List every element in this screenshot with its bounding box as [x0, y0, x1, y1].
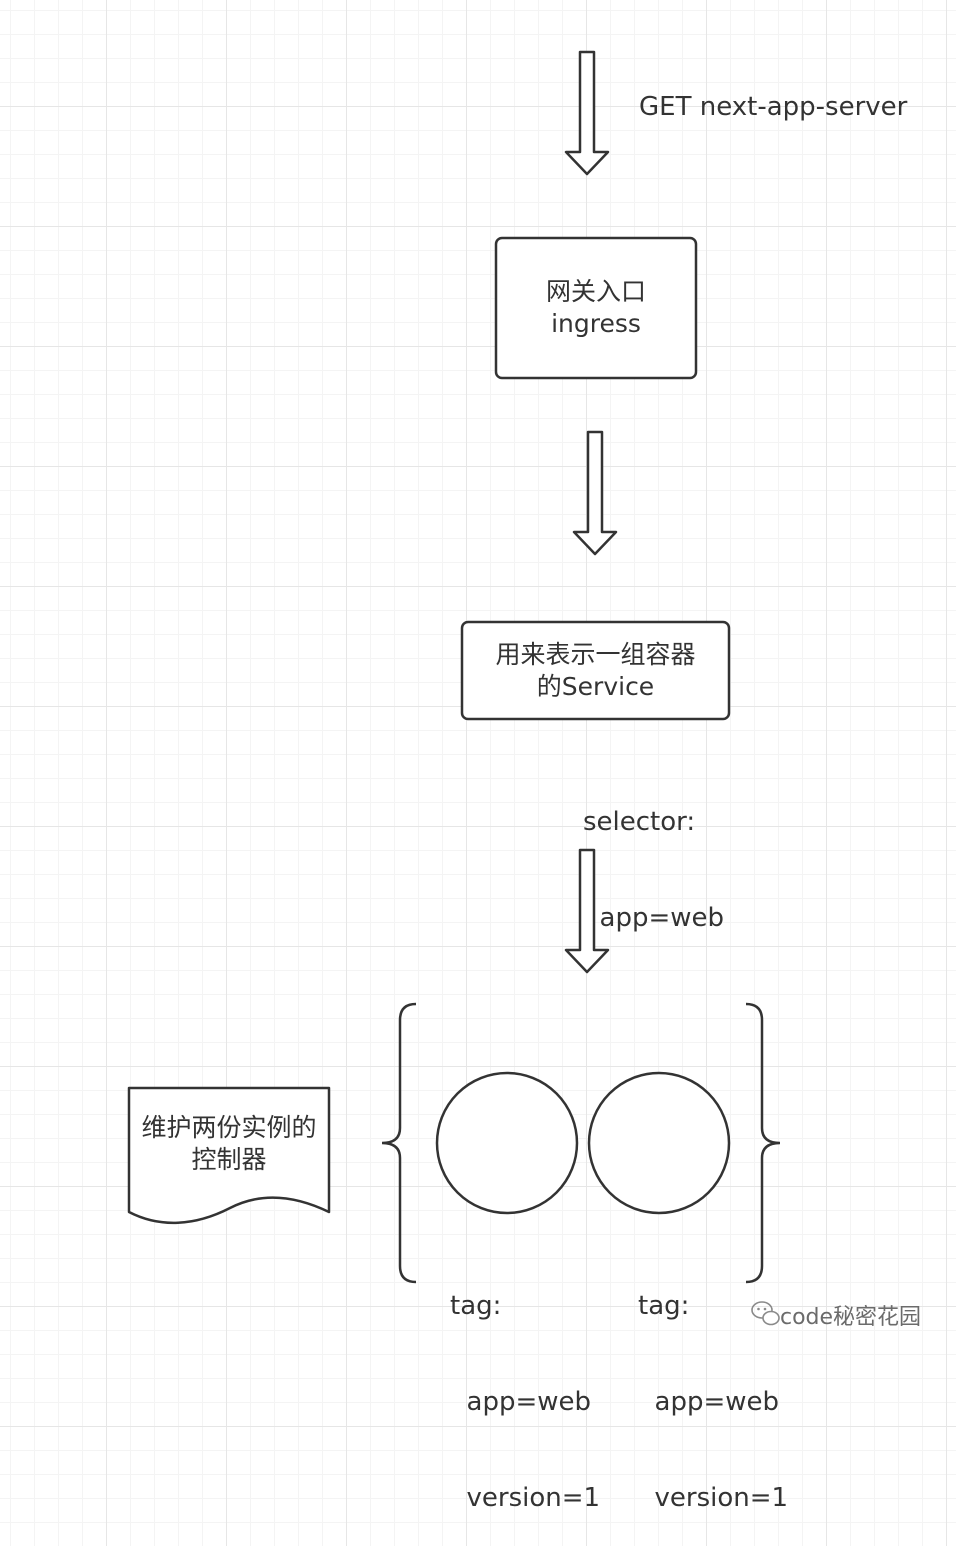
pod-1-tag: tag:	[450, 1291, 502, 1321]
wechat-icon	[751, 1301, 780, 1326]
pod-2-version: version=1	[638, 1483, 789, 1513]
service-title: 用来表示一组容器	[495, 639, 696, 669]
arrow-down-icon	[564, 848, 610, 974]
pod-2-app: app=web	[638, 1387, 780, 1417]
pod-1-app: app=web	[450, 1387, 592, 1417]
watermark-text: code秘密花园	[780, 1305, 922, 1330]
selector-label: selector: app=web	[583, 742, 724, 966]
pod-circle-2	[587, 1071, 731, 1215]
controller-title: 维护两份实例的	[141, 1113, 317, 1142]
service-box	[460, 620, 731, 721]
ingress-title: 网关入口	[545, 277, 646, 306]
pod-circle-1	[435, 1071, 579, 1215]
selector-value: app=web	[583, 903, 725, 933]
right-brace	[745, 1002, 781, 1284]
ingress-box-text: 网关入口 ingress	[496, 238, 696, 378]
arrow-down-icon	[572, 430, 618, 556]
request-label: GET next-app-server	[639, 92, 908, 122]
pod-2-tag: tag:	[638, 1291, 690, 1321]
selector-key: selector:	[583, 807, 696, 837]
arrow-down-icon	[564, 50, 610, 176]
pod-2-labels: tag: app=web version=1	[638, 1226, 788, 1546]
pod-1-version: version=1	[450, 1483, 601, 1513]
service-box-text: 用来表示一组容器 的Service	[462, 622, 729, 719]
controller-doc-text: 维护两份实例的 控制器	[129, 1100, 329, 1188]
controller-subtitle: 控制器	[191, 1145, 267, 1174]
ingress-subtitle: ingress	[551, 309, 641, 338]
pod-1-labels: tag: app=web version=1	[450, 1226, 600, 1546]
service-subtitle: 的Service	[536, 671, 655, 701]
diagram-canvas	[127, 50, 781, 1326]
controller-document-shape	[127, 1086, 331, 1225]
left-brace	[381, 1002, 417, 1284]
ingress-box	[494, 236, 698, 380]
